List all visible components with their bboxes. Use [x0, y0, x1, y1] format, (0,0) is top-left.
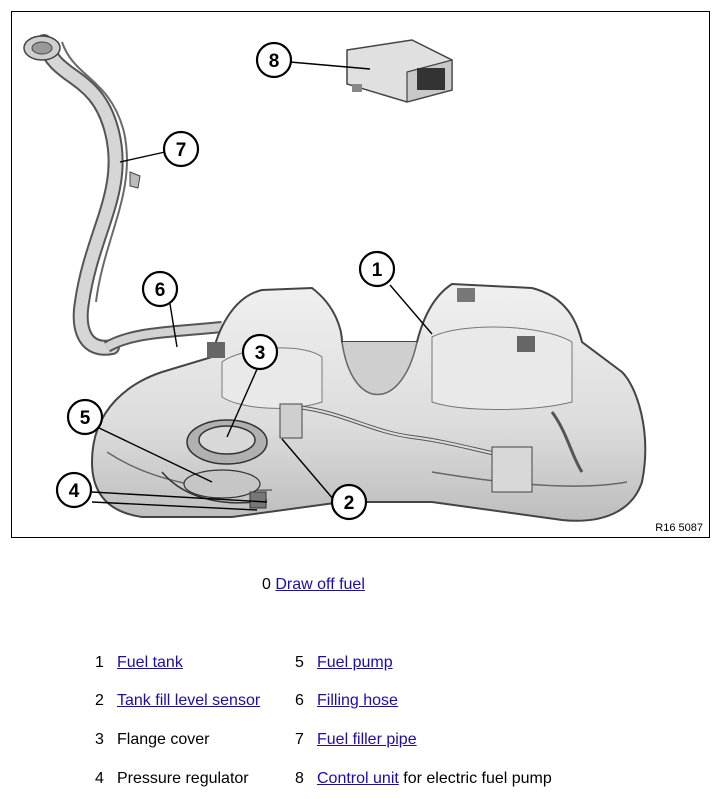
- leader-lines: [91, 61, 433, 511]
- callout-8-label: 8: [269, 51, 280, 72]
- figure-code: R16 5087: [655, 522, 703, 534]
- callout-4: 4: [55, 471, 93, 509]
- callout-2-label: 2: [344, 493, 355, 514]
- legend-item-5: 5 Fuel pump: [295, 654, 393, 672]
- filling-hose-drawing: [103, 321, 223, 353]
- legend-number: 7: [295, 731, 304, 748]
- callout-6: 6: [141, 270, 179, 308]
- legend-item-7: 7 Fuel filler pipe: [295, 731, 417, 749]
- legend-number: 8: [295, 770, 304, 787]
- legend-item-1: 1 Fuel tank: [95, 654, 183, 672]
- callout-2: 2: [330, 483, 368, 521]
- fuel-filler-pipe-drawing: [23, 34, 141, 356]
- control-unit-suffix: for electric fuel pump: [398, 770, 552, 787]
- pressure-regulator-label: Pressure regulator: [117, 770, 249, 787]
- tank-fill-level-sensor-link[interactable]: Tank fill level sensor: [117, 692, 261, 709]
- callout-7-label: 7: [176, 140, 187, 161]
- filling-hose-link[interactable]: Filling hose: [317, 692, 398, 709]
- callout-1: 1: [358, 250, 396, 288]
- legend-number: 6: [295, 692, 304, 709]
- draw-off-number: 0: [262, 576, 271, 593]
- callout-8: 8: [255, 41, 293, 79]
- callout-6-label: 6: [155, 280, 166, 301]
- callout-4-label: 4: [69, 481, 80, 502]
- fuel-system-illustration: 1 2 3 4 5 6 7 8: [23, 34, 647, 522]
- legend-number: 1: [95, 654, 104, 671]
- legend-item-3: 3 Flange cover: [95, 731, 210, 749]
- draw-off-fuel-link[interactable]: Draw off fuel: [275, 576, 365, 593]
- callout-3-label: 3: [255, 343, 266, 364]
- callout-3: 3: [241, 333, 279, 371]
- legend-item-2: 2 Tank fill level sensor: [95, 692, 260, 710]
- legend-item-6: 6 Filling hose: [295, 692, 398, 710]
- legend-number: 5: [295, 654, 304, 671]
- callout-1-label: 1: [372, 260, 383, 281]
- flange-cover-label: Flange cover: [117, 731, 210, 748]
- legend-number: 4: [95, 770, 104, 787]
- callout-7: 7: [162, 130, 200, 168]
- draw-off-fuel-row: 0 Draw off fuel: [262, 576, 365, 594]
- callout-5-label: 5: [80, 408, 91, 429]
- legend-item-4: 4 Pressure regulator: [95, 770, 249, 788]
- fuel-filler-pipe-link[interactable]: Fuel filler pipe: [317, 731, 417, 748]
- fuel-pump-link[interactable]: Fuel pump: [317, 654, 393, 671]
- control-unit-drawing: [346, 39, 453, 103]
- fuel-tank-link[interactable]: Fuel tank: [117, 654, 183, 671]
- callout-5: 5: [66, 398, 104, 436]
- fuel-tank-drawing: [90, 282, 647, 522]
- legend-item-8: 8 Control unit for electric fuel pump: [295, 770, 552, 788]
- fuel-system-diagram: 1 2 3 4 5 6 7 8 R16 5087: [11, 11, 710, 538]
- control-unit-link[interactable]: Control unit: [317, 770, 399, 787]
- fuel-lines-drawing: [279, 403, 584, 493]
- fuel-pump-drawing: [161, 419, 268, 509]
- legend-number: 3: [95, 731, 104, 748]
- legend-number: 2: [95, 692, 104, 709]
